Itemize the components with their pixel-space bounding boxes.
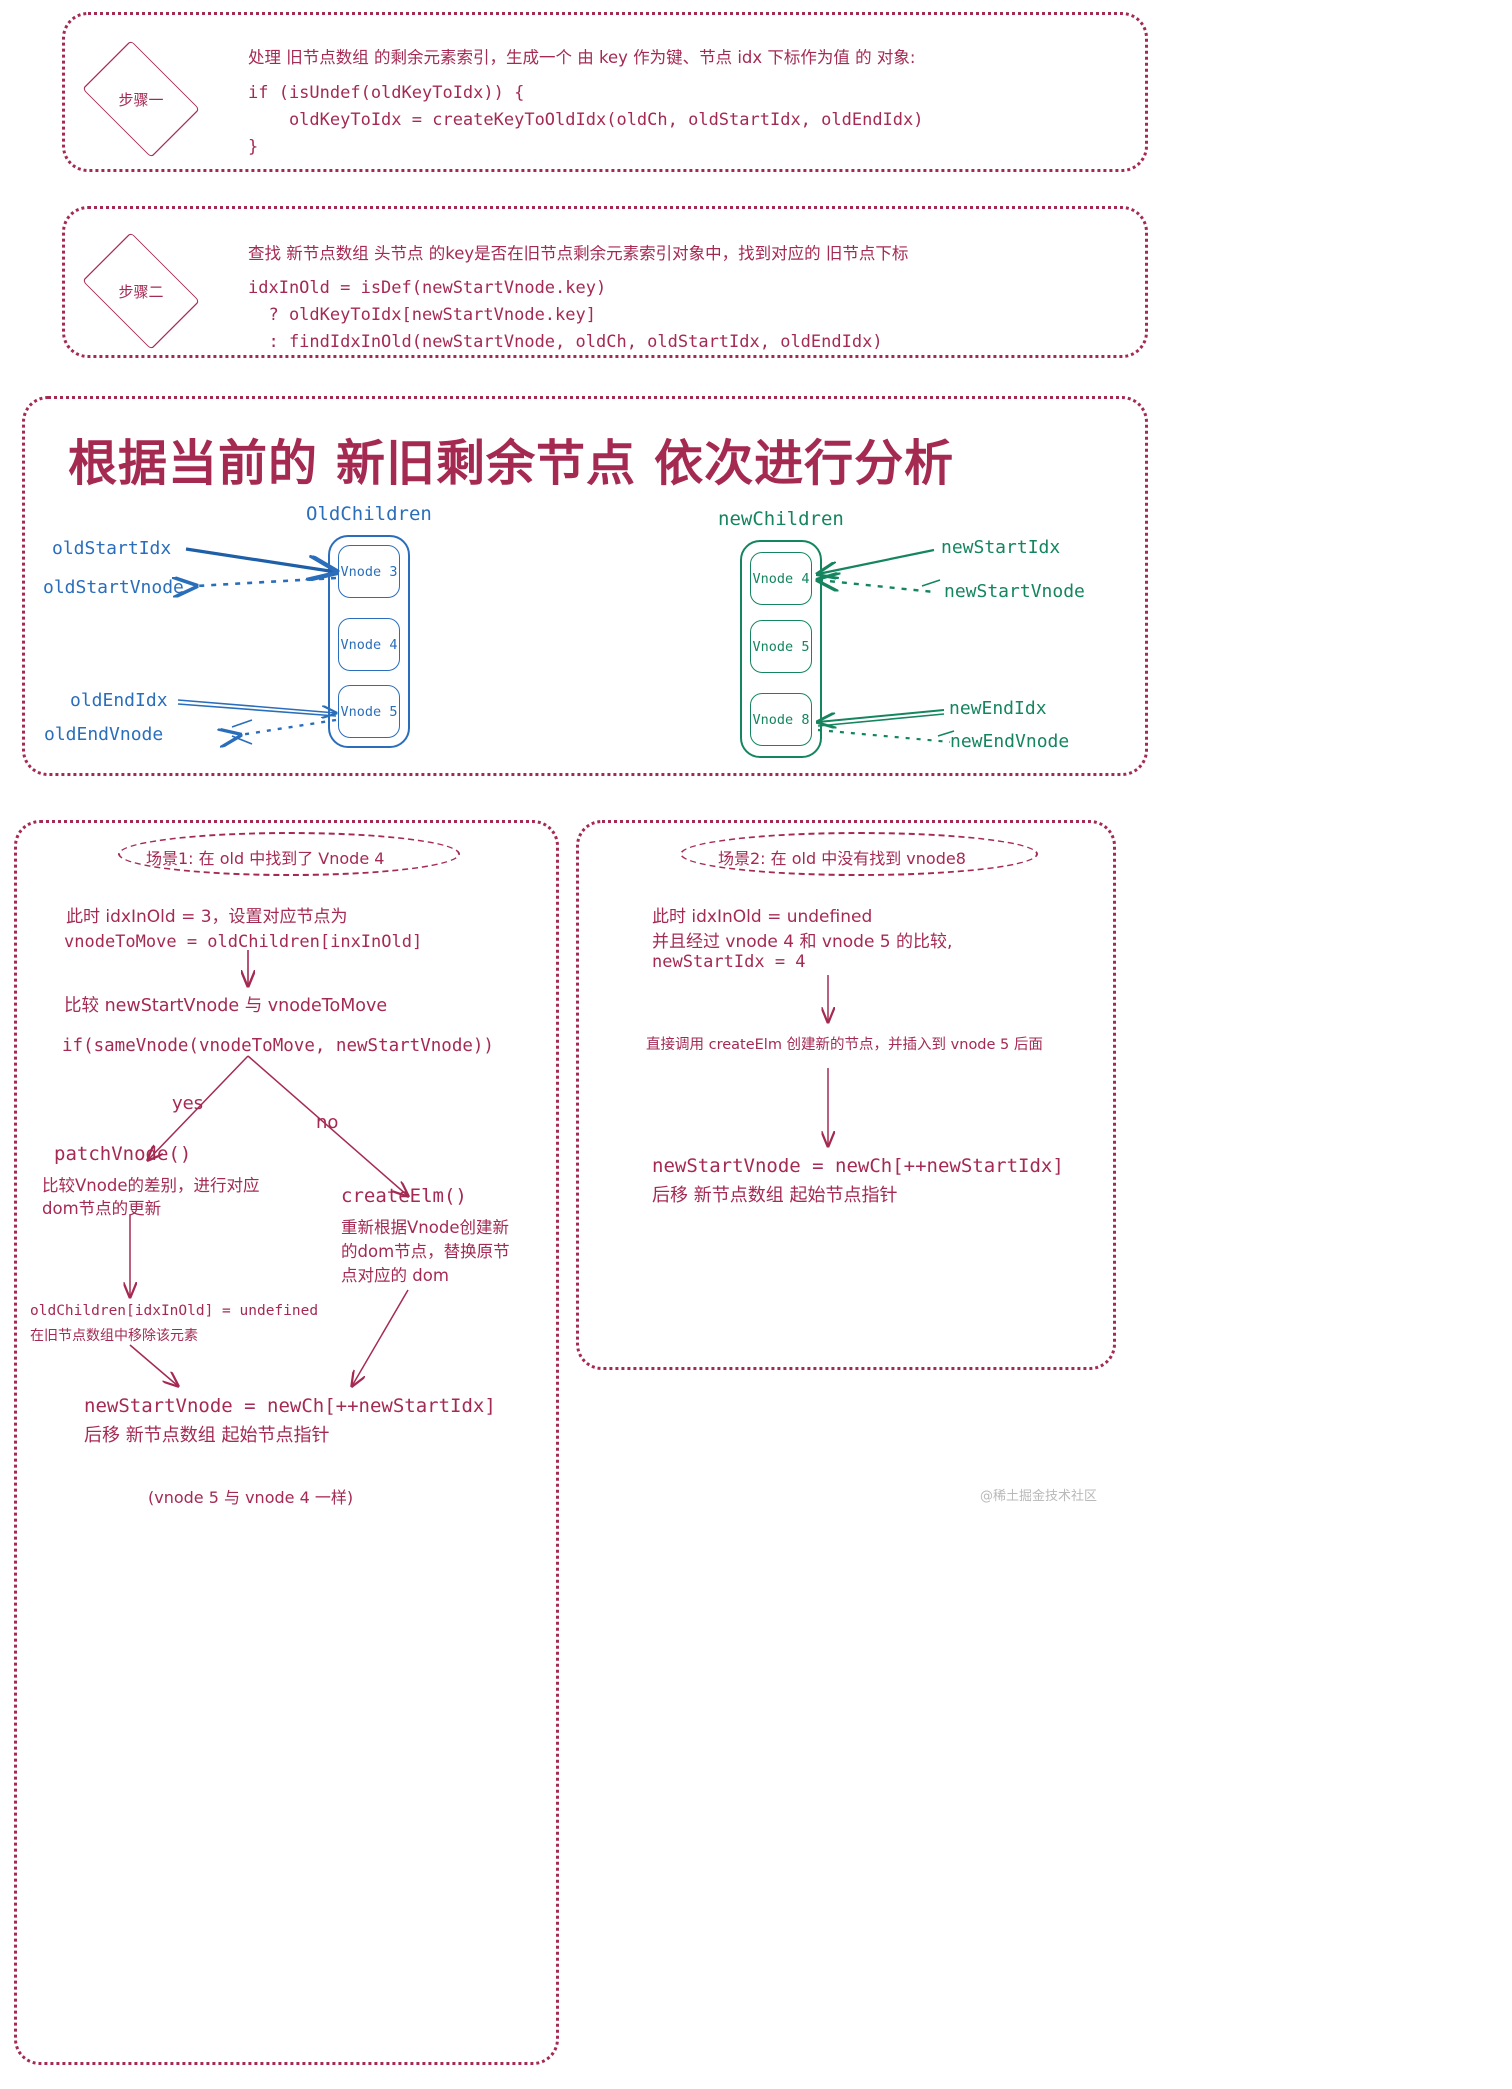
scenario-2-final-2: 后移 新节点数组 起始节点指针 xyxy=(652,1185,898,1206)
old-children-list xyxy=(328,535,410,748)
pointer-old-end-idx: oldEndIdx xyxy=(70,690,168,711)
pointer-new-start-idx: newStartIdx xyxy=(941,537,1061,558)
new-node-0: Vnode 4 xyxy=(750,552,812,605)
scenario-1-line-c: if(sameVnode(vnodeToMove, newStartVnode)… xyxy=(62,1036,494,1056)
step-2-badge: 步骤二 xyxy=(82,232,200,350)
step-2-code: idxInOld = isDef(newStartVnode.key) ? ol… xyxy=(248,278,883,352)
pointer-old-end-vnode: oldEndVnode xyxy=(44,724,164,745)
scenario-2-line-a2: 并且经过 vnode 4 和 vnode 5 的比较, xyxy=(652,932,953,952)
old-children-label: OldChildren xyxy=(306,503,432,525)
pointer-new-end-idx: newEndIdx xyxy=(949,698,1047,719)
scenario-2-line-a3: newStartIdx = 4 xyxy=(652,952,806,972)
scenario-2-header: 场景2: 在 old 中没有找到 vnode8 xyxy=(718,849,966,868)
scenario-2-line-a1: 此时 idxInOld = undefined xyxy=(652,907,873,927)
scenario-2-final-1: newStartVnode = newCh[++newStartIdx] xyxy=(652,1155,1064,1177)
watermark: @稀土掘金技术社区 xyxy=(980,1489,1098,1504)
scenario-1-no-body-1: 重新根据Vnode创建新 xyxy=(341,1218,509,1237)
scenario-1-final-2: 后移 新节点数组 起始节点指针 xyxy=(84,1425,330,1446)
scenario-1-line-a2: vnodeToMove = oldChildren[inxInOld] xyxy=(64,932,423,952)
scenario-1-line-b: 比较 newStartVnode 与 vnodeToMove xyxy=(64,996,388,1016)
scenario-1-line-a1: 此时 idxInOld = 3，设置对应节点为 xyxy=(66,907,348,927)
scenario-2-line-b: 直接调用 createElm 创建新的节点，并插入到 vnode 5 后面 xyxy=(646,1037,1043,1053)
new-node-1: Vnode 5 xyxy=(750,620,812,673)
scenario-1-yes-result-1: oldChildren[idxInOld] = undefined xyxy=(30,1303,319,1319)
step-1-panel xyxy=(62,12,1148,172)
scenario-1-no-body-3: 点对应的 dom xyxy=(341,1266,449,1285)
step-1-code: if (isUndef(oldKeyToIdx)) { oldKeyToIdx … xyxy=(248,83,924,157)
scenario-1-branch-no: no xyxy=(316,1112,339,1133)
new-children-label: newChildren xyxy=(718,508,844,530)
pointer-new-start-vnode: newStartVnode xyxy=(944,581,1085,602)
scenario-2-panel xyxy=(576,820,1116,1370)
new-children-list xyxy=(740,540,822,758)
scenario-1-yes-title: patchVnode() xyxy=(54,1143,192,1165)
scenario-1-yes-body-1: 比较Vnode的差别，进行对应 xyxy=(42,1176,260,1195)
step-2-panel xyxy=(62,206,1148,358)
analysis-title: 根据当前的 新旧剩余节点 依次进行分析 xyxy=(68,435,955,492)
scenario-1-panel xyxy=(14,820,559,2065)
step-1-badge-label: 步骤一 xyxy=(118,90,164,109)
scenario-1-footnote: (vnode 5 与 vnode 4 一样) xyxy=(148,1488,354,1507)
scenario-1-branch-yes: yes xyxy=(172,1093,204,1114)
scenario-1-header: 场景1: 在 old 中找到了 Vnode 4 xyxy=(146,849,385,868)
scenario-1-header-ellipse xyxy=(118,832,460,876)
pointer-old-start-idx: oldStartIdx xyxy=(52,538,172,559)
scenario-1-no-title: createElm() xyxy=(341,1185,467,1207)
step-2-caption: 查找 新节点数组 头节点 的key是否在旧节点剩余元素索引对象中，找到对应的 旧… xyxy=(248,244,909,263)
scenario-1-yes-body-2: dom节点的更新 xyxy=(42,1199,162,1218)
pointer-old-start-vnode: oldStartVnode xyxy=(43,577,184,598)
old-node-0: Vnode 3 xyxy=(338,545,400,598)
old-node-1: Vnode 4 xyxy=(338,618,400,671)
scenario-2-header-ellipse xyxy=(680,832,1038,876)
old-node-2: Vnode 5 xyxy=(338,685,400,738)
step-1-badge: 步骤一 xyxy=(82,40,200,158)
analysis-panel xyxy=(22,396,1148,776)
new-node-2: Vnode 8 xyxy=(750,693,812,746)
pointer-new-end-vnode: newEndVnode xyxy=(950,731,1070,752)
scenario-1-yes-result-2: 在旧节点数组中移除该元素 xyxy=(30,1328,198,1344)
scenario-1-final-1: newStartVnode = newCh[++newStartIdx] xyxy=(84,1395,496,1417)
step-1-caption: 处理 旧节点数组 的剩余元素索引，生成一个 由 key 作为键、节点 idx 下… xyxy=(248,48,916,67)
scenario-1-no-body-2: 的dom节点，替换原节 xyxy=(341,1242,510,1261)
step-2-badge-label: 步骤二 xyxy=(118,282,164,301)
